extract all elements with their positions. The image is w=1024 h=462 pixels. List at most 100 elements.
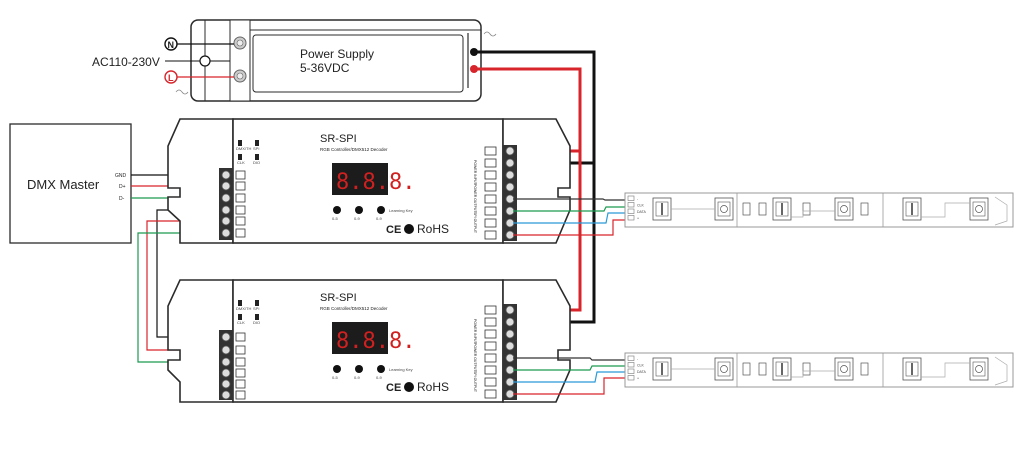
decoder1-button-3[interactable] xyxy=(377,206,385,214)
decoder2-button-1[interactable] xyxy=(333,365,341,373)
screw-icon xyxy=(221,170,231,180)
strip-trace xyxy=(994,196,1008,226)
resistor-icon xyxy=(758,202,767,216)
decoder1-dmx-port-icons xyxy=(235,170,246,238)
port-icon xyxy=(235,368,246,378)
decoder1-button-1[interactable] xyxy=(333,206,341,214)
resistor-icon xyxy=(742,362,751,376)
strip-pin-pad xyxy=(627,195,635,201)
decoder2-dmx-screws xyxy=(221,332,231,400)
port-icon xyxy=(484,341,497,351)
switch-label: CLK xyxy=(237,160,245,165)
port-icon xyxy=(235,193,246,203)
decoder1-button-2[interactable] xyxy=(355,206,363,214)
dmx-master-title: DMX Master xyxy=(27,177,100,192)
port-icon xyxy=(235,228,246,238)
switch-label: DMX/TH xyxy=(236,146,251,151)
screw-icon xyxy=(505,341,515,351)
decoder-2: DMX/TH SPI CLK DIO SR-SPI RGB Controller… xyxy=(167,279,571,403)
port-icon xyxy=(235,379,246,389)
port-icon xyxy=(484,329,497,339)
neutral-label: N xyxy=(168,40,175,50)
strip-pin-label: + xyxy=(637,377,639,381)
strip-pin-label: CLK xyxy=(637,204,644,208)
decoder2-right-cap xyxy=(502,279,571,403)
strip-pcb xyxy=(624,352,1014,388)
screw-icon xyxy=(505,353,515,363)
port-icon xyxy=(484,389,497,399)
decoder2-button-2[interactable] xyxy=(355,365,363,373)
chip-mark xyxy=(720,365,728,373)
decoder2-right-port-icons xyxy=(484,305,497,399)
strip-pin-label: DATA xyxy=(637,210,646,214)
spi-wires-strip1 xyxy=(513,198,628,236)
port-icon xyxy=(484,218,497,228)
ce-mark: CE xyxy=(386,224,401,236)
decoder1-right-cap xyxy=(502,118,571,244)
resistor-icon xyxy=(758,362,767,376)
dip-switch-icon xyxy=(238,140,242,146)
button-label: 0-5 xyxy=(332,375,339,380)
screw-icon xyxy=(221,368,231,378)
button-label: 0-9 xyxy=(354,375,361,380)
strip-trace xyxy=(791,210,835,218)
chip-mark xyxy=(840,205,848,213)
dip-switch-icon xyxy=(238,154,242,160)
screw-icon xyxy=(505,389,515,399)
live-label: L xyxy=(168,73,174,83)
power-supply: Power Supply 5-36VDC AC110-230V N L xyxy=(92,19,497,102)
screw-icon xyxy=(505,182,515,192)
switch-label: SPI xyxy=(253,306,259,311)
screw-icon xyxy=(505,158,515,168)
decoder2-display xyxy=(332,322,388,354)
ps-mount-tab-left xyxy=(175,89,189,95)
rohs-mark: RoHS xyxy=(417,222,449,236)
ps-terminal-block xyxy=(229,19,251,102)
chip-inner xyxy=(717,361,731,377)
strip-pin-label: CLK xyxy=(637,364,644,368)
spi1-data-wire xyxy=(513,212,628,224)
decoder1-dmx-screws xyxy=(221,170,231,238)
dip-switch-icon xyxy=(255,140,259,146)
resistor-icon xyxy=(860,362,869,376)
port-label: SPI OUTPUT xyxy=(473,371,477,393)
ps-output: 5-36VDC xyxy=(300,61,350,75)
spi2-vplus-wire xyxy=(513,377,628,395)
screw-icon xyxy=(505,170,515,180)
screw-icon xyxy=(221,181,231,191)
screw-icon xyxy=(505,317,515,327)
strip-pin-pad xyxy=(627,368,635,374)
screw-icon xyxy=(221,205,231,215)
spi2-gnd-wire xyxy=(513,357,628,361)
port-icon xyxy=(235,357,246,367)
learning-key-label: Learning Key xyxy=(389,367,413,372)
screw-icon xyxy=(221,228,231,238)
ps-title: Power Supply xyxy=(300,47,374,61)
spi-wires-strip2 xyxy=(513,357,628,395)
dmx-master: DMX Master GND D+ D- xyxy=(9,123,132,244)
port-label: POWER INPUT xyxy=(473,319,477,345)
decoder-1: DMX/TH SPI CLK DIO SR-SPI RGB Controller… xyxy=(167,118,571,244)
screw-icon xyxy=(505,329,515,339)
screw-icon xyxy=(221,193,231,203)
port-icon xyxy=(484,194,497,204)
strip-trace xyxy=(921,362,970,378)
strip-pin-label: - xyxy=(637,357,639,361)
decoder1-output-terminal xyxy=(503,145,517,241)
port-icon xyxy=(484,182,497,192)
port-icon xyxy=(235,181,246,191)
dmx-master-box xyxy=(9,123,132,244)
screw-icon xyxy=(505,206,515,216)
strip-pin-pad xyxy=(627,362,635,368)
strip-pin-pad xyxy=(627,215,635,221)
decoder2-subtitle: RGB Controller/DMX512 Decoder xyxy=(320,306,388,311)
strip-pin-label: + xyxy=(637,217,639,221)
dip-switch-icon xyxy=(238,314,242,320)
dmx-pin-dplus: D+ xyxy=(119,184,126,190)
switch-label: SPI xyxy=(253,146,259,151)
port-icon xyxy=(235,216,246,226)
decoder2-button-3[interactable] xyxy=(377,365,385,373)
spi1-clk-wire xyxy=(513,206,628,212)
port-icon xyxy=(484,230,497,240)
